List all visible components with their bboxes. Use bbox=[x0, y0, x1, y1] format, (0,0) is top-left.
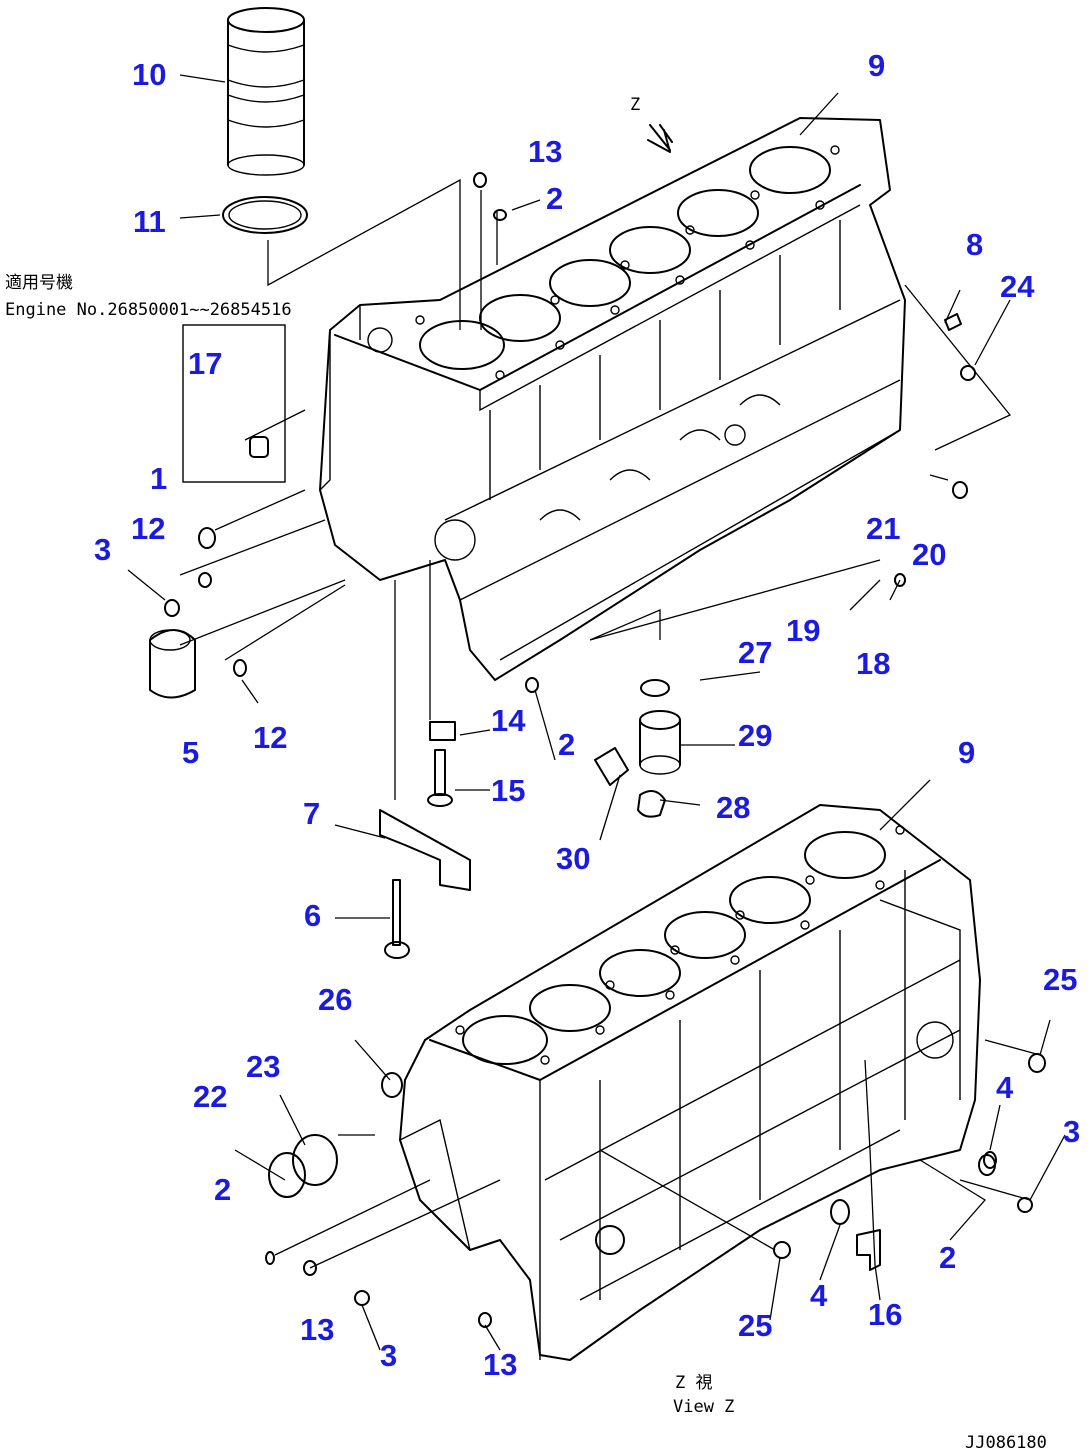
callout-3: 3 bbox=[380, 1338, 397, 1373]
view-label-en: View Z bbox=[673, 1397, 734, 1417]
callout-12: 12 bbox=[131, 511, 165, 546]
callout-10: 10 bbox=[132, 57, 166, 92]
view-direction-arrow bbox=[647, 124, 673, 153]
callout-13: 13 bbox=[528, 134, 562, 169]
small-parts-lower bbox=[265, 1053, 1046, 1328]
cylinder-block-upper bbox=[319, 117, 906, 681]
callout-14: 14 bbox=[491, 703, 526, 738]
callout-13: 13 bbox=[300, 1312, 334, 1347]
callout-4: 4 bbox=[996, 1070, 1014, 1105]
callout-18: 18 bbox=[856, 646, 890, 681]
callout-11: 11 bbox=[133, 204, 166, 239]
callout-20: 20 bbox=[912, 537, 946, 572]
callout-8: 8 bbox=[966, 227, 983, 262]
callout-26: 26 bbox=[318, 982, 352, 1017]
callout-7: 7 bbox=[303, 796, 320, 831]
plug-17-icon bbox=[249, 436, 269, 458]
callout-6: 6 bbox=[304, 898, 321, 933]
callout-2: 2 bbox=[558, 727, 575, 762]
callout-25: 25 bbox=[1043, 962, 1077, 997]
callout-15: 15 bbox=[491, 773, 525, 808]
callout-3: 3 bbox=[94, 532, 111, 567]
callout-28: 28 bbox=[716, 790, 750, 825]
callout-30: 30 bbox=[556, 841, 590, 876]
callout-4: 4 bbox=[810, 1278, 828, 1313]
callout-9: 9 bbox=[958, 735, 975, 770]
small-parts-upper bbox=[149, 172, 976, 959]
cylinder-block-lower bbox=[399, 804, 981, 1361]
cylinder-liner bbox=[227, 7, 305, 176]
leader-lines-upper bbox=[127, 74, 1012, 919]
callout-numbers: 10 11 13 2 9 8 24 17 1 12 3 21 20 19 18 … bbox=[94, 48, 1080, 1382]
view-label-jp: Z 視 bbox=[675, 1373, 712, 1393]
callout-19: 19 bbox=[786, 613, 820, 648]
callout-9: 9 bbox=[868, 48, 885, 83]
callout-3: 3 bbox=[1063, 1114, 1080, 1149]
drawing-number: JJ086180 bbox=[965, 1433, 1047, 1453]
callout-29: 29 bbox=[738, 718, 772, 753]
engine-serial-range: Engine No.26850001~~26854516 bbox=[5, 300, 292, 320]
callout-23: 23 bbox=[246, 1049, 280, 1084]
callout-27: 27 bbox=[738, 635, 772, 670]
callout-1: 1 bbox=[150, 461, 167, 496]
callout-2: 2 bbox=[939, 1240, 956, 1275]
callout-5: 5 bbox=[182, 735, 199, 770]
callout-12: 12 bbox=[253, 720, 287, 755]
callout-21: 21 bbox=[866, 511, 900, 546]
callout-16: 16 bbox=[868, 1297, 902, 1332]
callout-24: 24 bbox=[1000, 269, 1035, 304]
detail-box-17 bbox=[182, 324, 286, 483]
callout-25: 25 bbox=[738, 1308, 772, 1343]
callout-17: 17 bbox=[188, 346, 222, 381]
applicability-label: 適用号機 bbox=[5, 273, 73, 293]
callout-13: 13 bbox=[483, 1347, 517, 1382]
leader-lines-lower bbox=[234, 779, 1066, 1351]
view-arrow-label: Z bbox=[630, 95, 640, 115]
callout-22: 22 bbox=[193, 1079, 227, 1114]
liner-o-ring bbox=[222, 196, 308, 234]
callout-2: 2 bbox=[214, 1172, 231, 1207]
callout-2: 2 bbox=[546, 181, 563, 216]
